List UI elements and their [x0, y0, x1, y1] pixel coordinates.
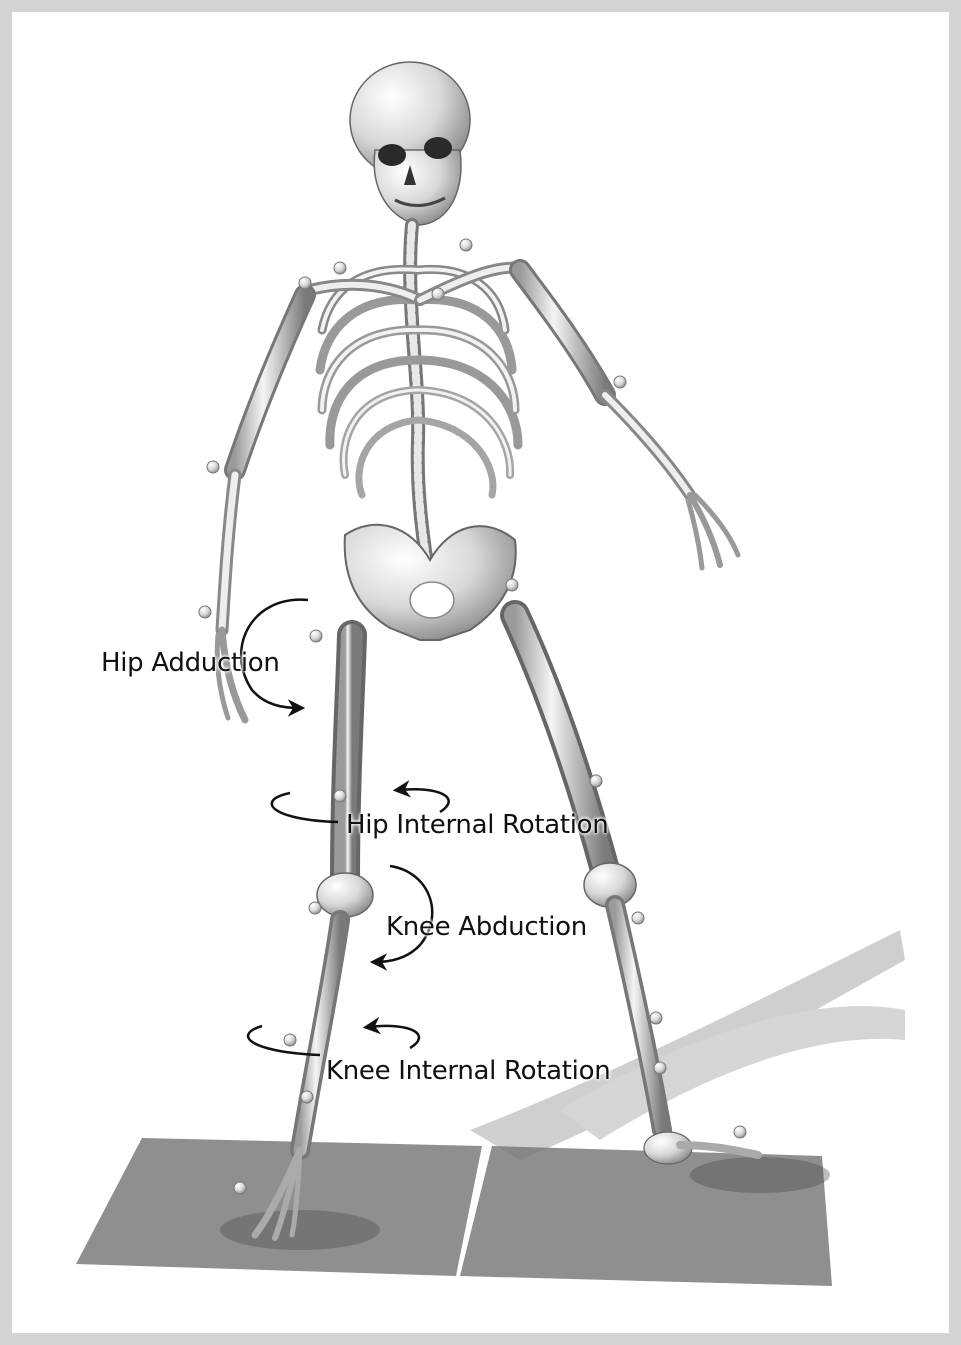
arm-left	[520, 270, 738, 568]
knee-abduction-label: Knee Abduction	[386, 912, 587, 942]
floor-plate-left	[76, 1138, 482, 1276]
knee-internal-rotation-label: Knee Internal Rotation	[326, 1056, 610, 1086]
hip-internal-rotation-label: Hip Internal Rotation	[346, 810, 608, 840]
hip-adduction-label: Hip Adduction	[101, 648, 280, 678]
knee-rotation-arrow	[248, 1026, 419, 1055]
skull	[350, 62, 470, 225]
